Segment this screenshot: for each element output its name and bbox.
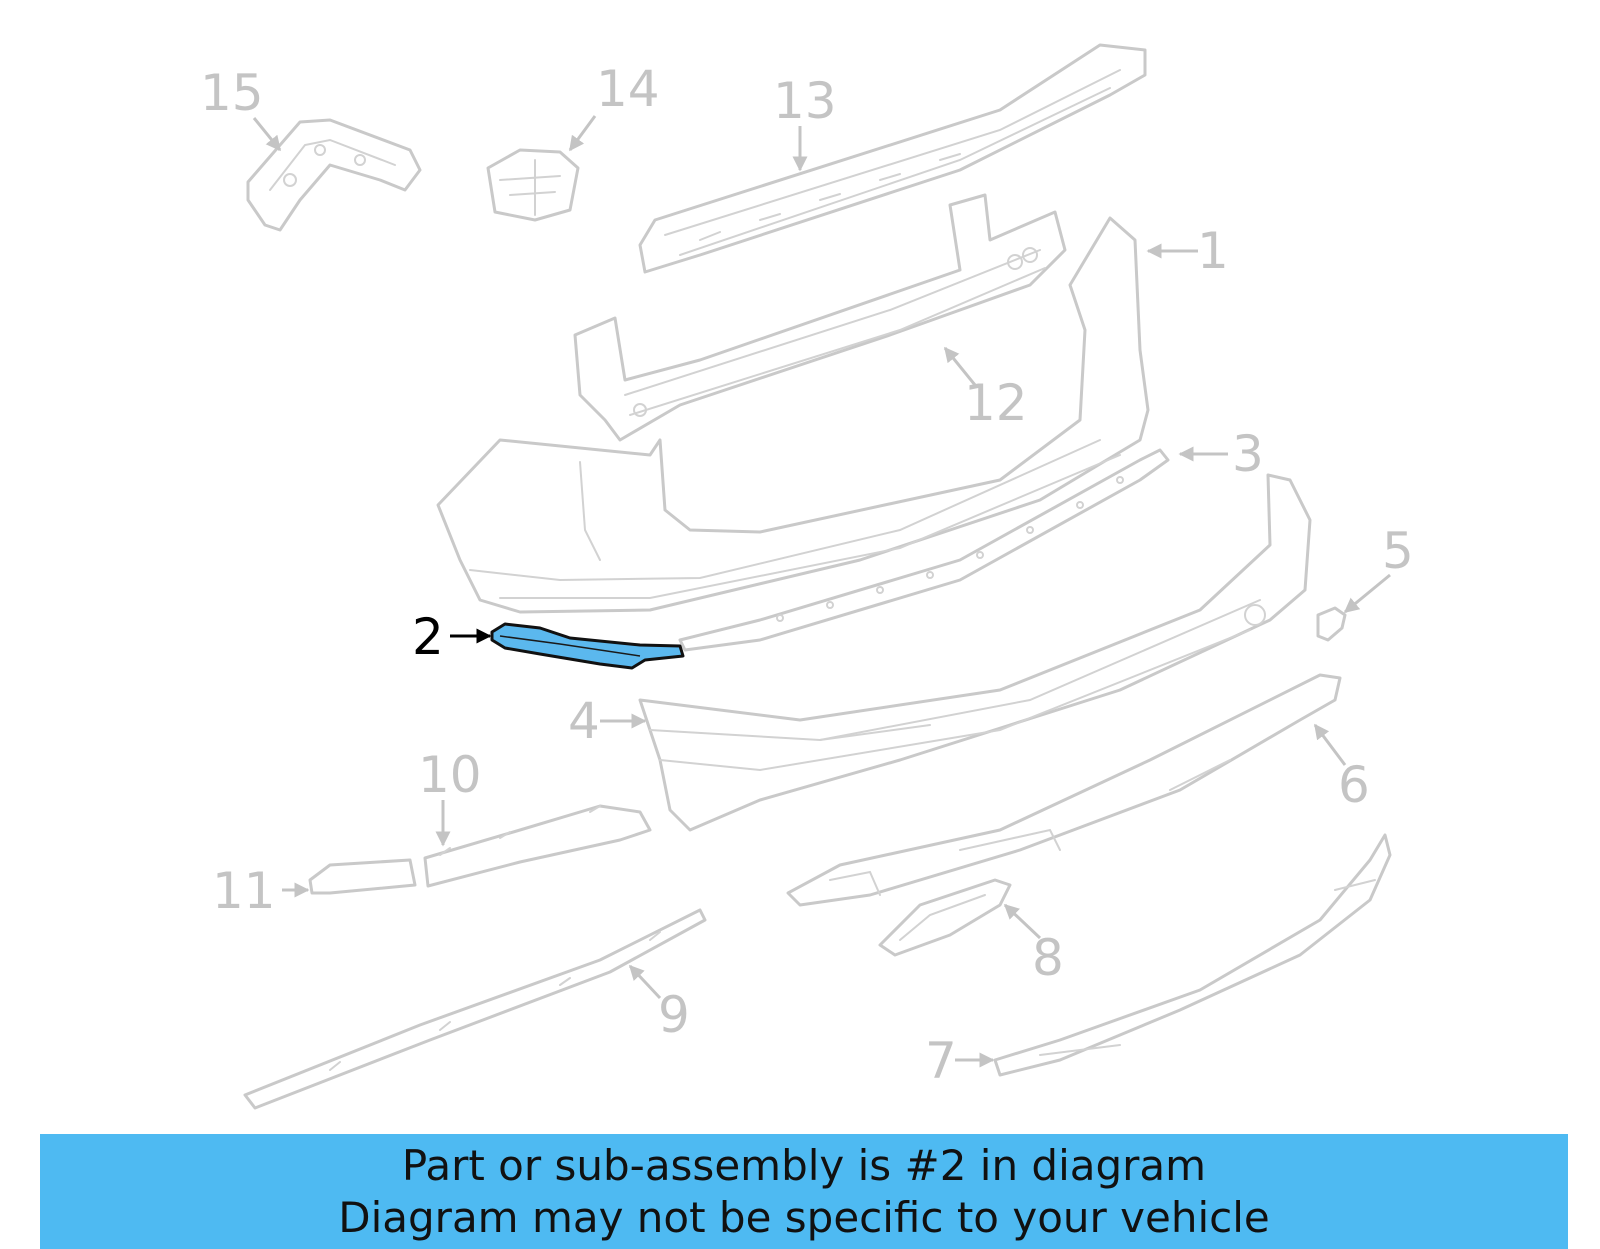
callout-3: 3 [1232, 425, 1264, 483]
callout-4: 4 [568, 692, 600, 750]
callout-8: 8 [1032, 929, 1064, 987]
banner-line-2: Diagram may not be specific to your vehi… [338, 1193, 1270, 1242]
callout-11: 11 [212, 862, 276, 920]
part-10-molding [423, 804, 652, 888]
banner-line-1: Part or sub-assembly is #2 in diagram [401, 1141, 1207, 1190]
part-14-bracket [486, 148, 580, 222]
part-13-absorber [638, 43, 1147, 274]
part-1-bumper-cover [436, 216, 1150, 614]
callout-6: 6 [1338, 756, 1370, 814]
callout-7: 7 [925, 1032, 957, 1090]
callout-15: 15 [200, 64, 264, 122]
part-2-highlighted-bracket [490, 622, 685, 670]
leader-lines [252, 115, 1391, 1068]
parts-diagram: 15 14 13 1 12 3 2 4 5 6 8 7 10 11 9 [200, 43, 1414, 1110]
callout-2: 2 [412, 608, 444, 666]
part-9-strip [243, 908, 707, 1110]
callout-labels: 15 14 13 1 12 3 2 4 5 6 8 7 10 11 9 [200, 60, 1414, 1090]
callout-14: 14 [596, 60, 660, 118]
callout-10: 10 [418, 746, 482, 804]
callout-9: 9 [658, 986, 690, 1044]
part-4-lower-cover [638, 473, 1312, 832]
callout-12: 12 [964, 374, 1028, 432]
callout-13: 13 [773, 72, 837, 130]
info-banner: Part or sub-assembly is #2 in diagram Di… [40, 1134, 1568, 1249]
part-5-clip [1316, 606, 1347, 642]
part-3-retainer [678, 448, 1170, 652]
part-15-bracket [246, 118, 422, 232]
part-8-trim [878, 878, 1012, 957]
part-11-molding [308, 858, 417, 895]
part-12-reinforcement [573, 193, 1067, 442]
callout-1: 1 [1197, 222, 1229, 280]
callout-5: 5 [1382, 522, 1414, 580]
part-7-valance [993, 833, 1392, 1077]
part-6-diffuser [786, 673, 1342, 907]
